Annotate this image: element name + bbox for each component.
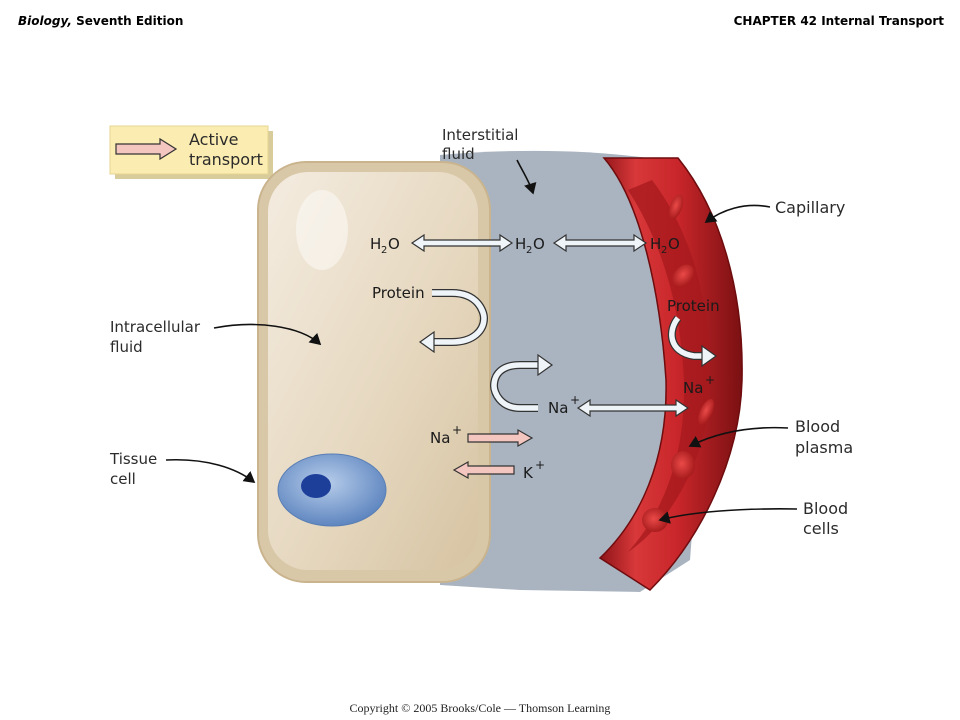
water-arrow-capillary xyxy=(552,233,648,253)
protein-uturn-head xyxy=(418,330,435,354)
intracellular-pointer xyxy=(213,323,322,346)
tissue-label-1: Tissue xyxy=(109,450,157,468)
potassium-active-arrow xyxy=(452,460,515,480)
sodium-plus: + xyxy=(705,373,715,387)
sodium-plus: + xyxy=(570,393,580,407)
capillary-pointer xyxy=(704,204,771,223)
sodium-text: Na xyxy=(683,379,703,397)
plasma-label-1: Blood xyxy=(795,417,840,436)
cells-label-1: Blood xyxy=(803,499,848,518)
tissue-pointer xyxy=(165,458,256,483)
sodium-text: Na xyxy=(548,399,568,417)
cells-label-2: cells xyxy=(803,519,839,538)
interstitial-label-2: fluid xyxy=(442,145,475,163)
cell-highlight xyxy=(296,190,348,270)
label-capillary: Capillary xyxy=(704,198,845,223)
protein-label-cell: Protein xyxy=(372,284,425,302)
water-o: O xyxy=(388,235,400,253)
sodium-exchange: Na + xyxy=(489,353,690,418)
water-sub: 2 xyxy=(526,245,532,256)
water-label-cell: H 2 O xyxy=(370,235,400,256)
capillary-wall xyxy=(598,157,743,591)
copyright-footer: Copyright © 2005 Brooks/Cole — Thomson L… xyxy=(349,701,611,715)
plasma-label-2: plasma xyxy=(795,438,853,457)
sodium-active-arrow xyxy=(467,428,534,448)
water-o: O xyxy=(533,235,545,253)
interstitial-label-1: Interstitial xyxy=(442,126,518,144)
water-sub: 2 xyxy=(381,245,387,256)
nucleolus xyxy=(301,474,331,498)
label-blood-cells: Blood cells xyxy=(658,499,848,538)
book-edition: Seventh Edition xyxy=(71,14,184,28)
label-blood-plasma: Blood plasma xyxy=(688,417,853,457)
potassium-text: K xyxy=(523,464,534,482)
potassium-pump: K + xyxy=(452,458,545,482)
label-intracellular-fluid: Intracellular fluid xyxy=(110,318,322,356)
header-chapter: CHAPTER 42 Internal Transport xyxy=(733,14,944,28)
interstitial-pointer xyxy=(516,159,537,195)
blood-cell xyxy=(672,264,694,288)
intracellular-label-2: fluid xyxy=(110,338,143,356)
active-transport-legend: Active transport xyxy=(109,125,273,179)
protein-capillary-head xyxy=(701,344,718,368)
blood-cell xyxy=(697,399,715,425)
blood-cell xyxy=(642,508,668,532)
sodium-text: Na xyxy=(430,429,450,447)
protein-cell-uturn: Protein xyxy=(372,284,489,354)
header-book-title: Biology, Seventh Edition xyxy=(18,14,183,28)
water-label-interstitial: H 2 O xyxy=(515,235,545,256)
water-h: H xyxy=(650,235,661,253)
label-interstitial-fluid: Interstitial fluid xyxy=(442,126,537,195)
interstitial-fluid-region xyxy=(440,150,700,592)
water-o: O xyxy=(668,235,680,253)
tissue-cell xyxy=(257,161,491,583)
potassium-plus: + xyxy=(535,458,545,472)
blood-cell xyxy=(668,194,684,220)
active-arrow-icon xyxy=(115,137,178,161)
legend-line-1: Active xyxy=(189,130,239,149)
water-h: H xyxy=(370,235,381,253)
blood-cells-group xyxy=(642,194,715,532)
water-sub: 2 xyxy=(661,245,667,256)
blood-cell xyxy=(671,451,695,479)
plasma-pointer xyxy=(688,426,789,448)
protein-capillary: Protein xyxy=(667,297,720,368)
water-label-capillary: H 2 O xyxy=(650,235,680,256)
cells-pointer xyxy=(658,508,798,524)
sodium-capillary-label: Na + xyxy=(683,373,715,397)
nucleus xyxy=(277,453,387,527)
sodium-plus: + xyxy=(452,423,462,437)
label-tissue-cell: Tissue cell xyxy=(109,450,256,488)
sodium-pump: Na + xyxy=(430,423,534,448)
tissue-label-2: cell xyxy=(110,470,136,488)
water-h: H xyxy=(515,235,526,253)
sodium-double-arrow xyxy=(576,398,690,418)
legend-line-2: transport xyxy=(189,150,263,169)
intracellular-label-1: Intracellular xyxy=(110,318,201,336)
sodium-uturn-head xyxy=(537,353,554,377)
book-title: Biology, xyxy=(18,14,72,28)
water-arrow-cell xyxy=(410,233,514,253)
capillary-label: Capillary xyxy=(775,198,845,217)
water-exchange: H 2 O H 2 O H 2 O xyxy=(370,233,680,256)
protein-label-capillary: Protein xyxy=(667,297,720,315)
